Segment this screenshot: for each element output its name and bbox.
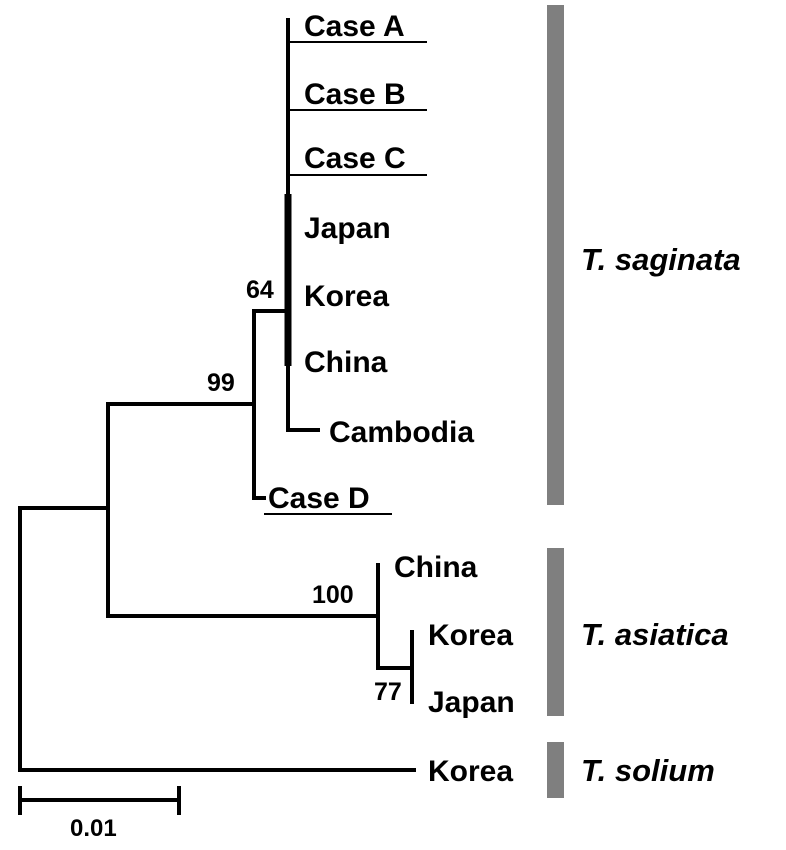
leaf-korea-solium: Korea	[428, 755, 513, 788]
clade-label-saginata: T. saginata	[581, 242, 741, 277]
leaf-china-asiatica: China	[394, 551, 478, 584]
leaf-japan-saginata: Japan	[304, 212, 391, 245]
clade-label-solium: T. solium	[581, 753, 715, 788]
leaf-case-d: Case D	[268, 482, 370, 515]
clade-bar-asiatica	[547, 548, 564, 716]
bootstrap-64: 64	[246, 276, 274, 304]
clade-bar-solium	[547, 742, 564, 798]
leaf-case-c: Case C	[304, 142, 406, 175]
leaf-case-b: Case B	[304, 78, 406, 111]
leaf-case-a: Case A	[304, 10, 405, 43]
leaf-korea-asiatica: Korea	[428, 619, 513, 652]
clade-label-asiatica: T. asiatica	[581, 617, 729, 652]
scale-bar-label: 0.01	[70, 815, 117, 842]
leaf-china-saginata: China	[304, 346, 388, 379]
bootstrap-77: 77	[374, 678, 402, 706]
clade-bar-saginata	[547, 5, 564, 505]
bootstrap-100: 100	[312, 581, 354, 609]
bootstrap-99: 99	[207, 369, 235, 397]
leaf-cambodia: Cambodia	[329, 416, 474, 449]
leaf-korea-saginata: Korea	[304, 280, 389, 313]
leaf-japan-asiatica: Japan	[428, 686, 515, 719]
